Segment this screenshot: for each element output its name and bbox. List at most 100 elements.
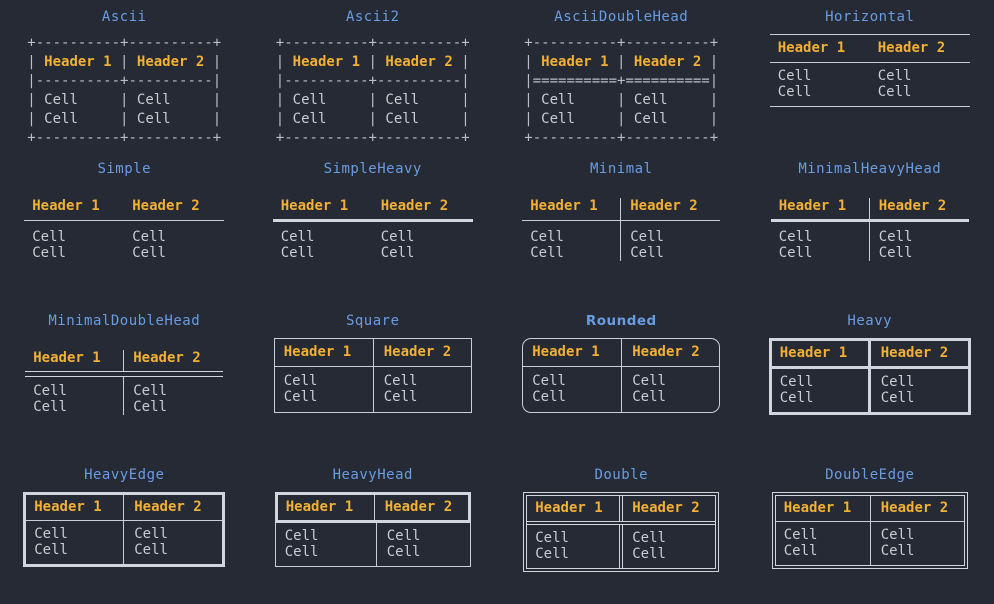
body-cell: Cell xyxy=(134,542,168,558)
body-cell: Cell xyxy=(777,84,812,100)
body-cell: Cell xyxy=(280,229,315,245)
table-row: Cell Cell xyxy=(24,245,224,261)
body-cell: Cell xyxy=(878,245,913,261)
body-rows: Cell Cell Cell Cell xyxy=(273,222,473,261)
header-cell-1: Header 1 xyxy=(33,350,101,366)
box-title-heavyhead: HeavyHead xyxy=(332,467,413,483)
header-cell-2: Header 2 xyxy=(878,198,947,214)
body-cell: Cell xyxy=(33,399,67,415)
table-row: Cell Cell xyxy=(770,68,970,84)
box-sample-square: Square Header 1 Header 2 Cell Cell Cell … xyxy=(249,304,498,458)
box-sample-ascii2: Ascii2 +----------+----------+ | Header … xyxy=(249,0,498,152)
box-sample-heavy: Heavy Header 1 Header 2 Cell Cell Cell C… xyxy=(746,304,994,458)
header-cell-2: Header 2 xyxy=(621,339,719,366)
table-row: Cell Cell xyxy=(771,245,969,261)
body-col-2: Cell Cell xyxy=(372,367,471,412)
box-title-minimaldoublehead: MinimalDoubleHead xyxy=(48,313,201,329)
header-cell-1: Header 1 xyxy=(778,198,847,214)
body-cell: Cell xyxy=(880,374,915,390)
header-cell-1: Header 1 xyxy=(530,198,598,214)
double-table-outer: Header 1 Header 2 Cell Cell Cell Cell xyxy=(523,492,720,572)
body-rows: Cell Cell Cell Cell xyxy=(770,63,970,106)
table-row: Cell Cell xyxy=(273,229,473,245)
header-cell-2: Header 2 xyxy=(373,495,468,520)
body-rows: Cell Cell Cell Cell xyxy=(274,523,471,567)
box-title-square: Square xyxy=(345,313,400,329)
heavyedge-table: Header 1 Header 2 Cell Cell Cell Cell xyxy=(23,492,226,567)
body-cell: Cell xyxy=(783,543,818,559)
box-title-heavyedge: HeavyEdge xyxy=(84,467,165,483)
bottom-rule xyxy=(769,106,970,107)
box-sample-rounded: Rounded Header 1 Header 2 Cell Cell Cell… xyxy=(497,304,746,458)
body-col-1: Cell Cell xyxy=(276,528,376,560)
ascii-table-asciidoublehead: +----------+----------+ | Header 1 | Hea… xyxy=(524,35,719,146)
body-cell: Cell xyxy=(632,530,666,546)
body-cell: Cell xyxy=(632,546,666,562)
body-cell: Cell xyxy=(630,245,664,261)
box-sample-heavyedge: HeavyEdge Header 1 Header 2 Cell Cell Ce… xyxy=(0,458,249,604)
body-rows: Cell Cell Cell Cell xyxy=(26,520,223,564)
header-cell-2: Header 2 xyxy=(877,40,946,56)
body-cell: Cell xyxy=(535,546,569,562)
body-cell: Cell xyxy=(34,526,68,542)
header-rule xyxy=(522,220,721,221)
box-sample-simple: Simple Header 1 Header 2 Cell Cell Cell … xyxy=(0,152,249,304)
body-rows: Cell Cell Cell Cell xyxy=(274,366,471,412)
doubleedge-table-inner: Header 1 Header 2 Cell Cell Cell Cell xyxy=(774,495,965,566)
body-cell: Cell xyxy=(386,544,421,560)
header-row: Header 1 Header 2 xyxy=(522,198,720,220)
header-row: Header 1 Header 2 xyxy=(770,35,970,62)
ascii-table-ascii: +----------+----------+ | Header 1 | Hea… xyxy=(27,35,222,146)
header-row: Header 1 Header 2 xyxy=(523,339,719,366)
minimaldoublehead-table: Header 1 Header 2 Cell Cell Cell Cell xyxy=(25,350,224,415)
body-cell: Cell xyxy=(383,373,418,389)
header-row: Header 1 Header 2 xyxy=(772,341,968,366)
body-rows: Cell Cell Cell Cell xyxy=(771,222,969,261)
body-col-2: Cell Cell xyxy=(869,522,964,565)
body-cell: Cell xyxy=(779,390,814,406)
box-sample-asciidoublehead: AsciiDoubleHead +----------+----------+ … xyxy=(497,0,746,152)
simple-table: Header 1 Header 2 Cell Cell Cell Cell xyxy=(24,198,225,261)
body-cell: Cell xyxy=(134,526,168,542)
body-rows: Cell Cell Cell Cell xyxy=(527,525,715,568)
body-rows: Cell Cell Cell Cell xyxy=(523,366,720,412)
header-rule xyxy=(769,62,970,63)
square-table: Header 1 Header 2 Cell Cell Cell Cell xyxy=(273,338,472,413)
body-cell: Cell xyxy=(284,528,319,544)
table-row: Cell Cell xyxy=(771,229,969,245)
body-cell: Cell xyxy=(34,542,68,558)
top-rule xyxy=(769,34,970,35)
rounded-table: Header 1 Header 2 Cell Cell Cell Cell xyxy=(522,338,721,413)
box-title-ascii: Ascii xyxy=(101,9,147,25)
body-cell: Cell xyxy=(280,245,315,261)
body-cell: Cell xyxy=(283,373,318,389)
header-row: Header 1 Header 2 xyxy=(26,495,222,520)
double-table-inner: Header 1 Header 2 Cell Cell Cell Cell xyxy=(526,495,717,569)
header-cell-2: Header 2 xyxy=(867,341,965,366)
body-cell: Cell xyxy=(32,229,66,245)
body-cell: Cell xyxy=(632,373,666,389)
box-sample-ascii: Ascii +----------+----------+ | Header 1… xyxy=(0,0,249,152)
body-cell: Cell xyxy=(380,229,415,245)
table-row: Cell Cell xyxy=(522,229,720,245)
body-cell: Cell xyxy=(133,383,167,399)
header-cell-1: Header 1 xyxy=(783,500,852,516)
header-cell-2: Header 2 xyxy=(630,198,698,214)
body-cell: Cell xyxy=(132,229,166,245)
table-row: Cell Cell xyxy=(522,245,720,261)
heavy-table: Header 1 Header 2 Cell Cell Cell Cell xyxy=(768,338,971,415)
box-title-minimal: Minimal xyxy=(589,161,653,177)
header-row: Header 1 Header 2 xyxy=(771,198,969,219)
table-row: Cell Cell xyxy=(25,399,223,415)
column-divider xyxy=(123,350,125,415)
body-rows: Cell Cell Cell Cell xyxy=(24,221,224,261)
body-col-1: Cell Cell xyxy=(776,527,870,559)
box-title-minimalheavyhead: MinimalHeavyHead xyxy=(798,161,942,177)
body-cell: Cell xyxy=(778,229,813,245)
header-rule-double xyxy=(527,521,716,525)
body-col-1: Cell Cell xyxy=(523,373,621,405)
header-cell-2: Header 2 xyxy=(380,198,449,214)
body-cell: Cell xyxy=(878,229,913,245)
header-row: Header 1 Header 2 xyxy=(275,339,471,366)
